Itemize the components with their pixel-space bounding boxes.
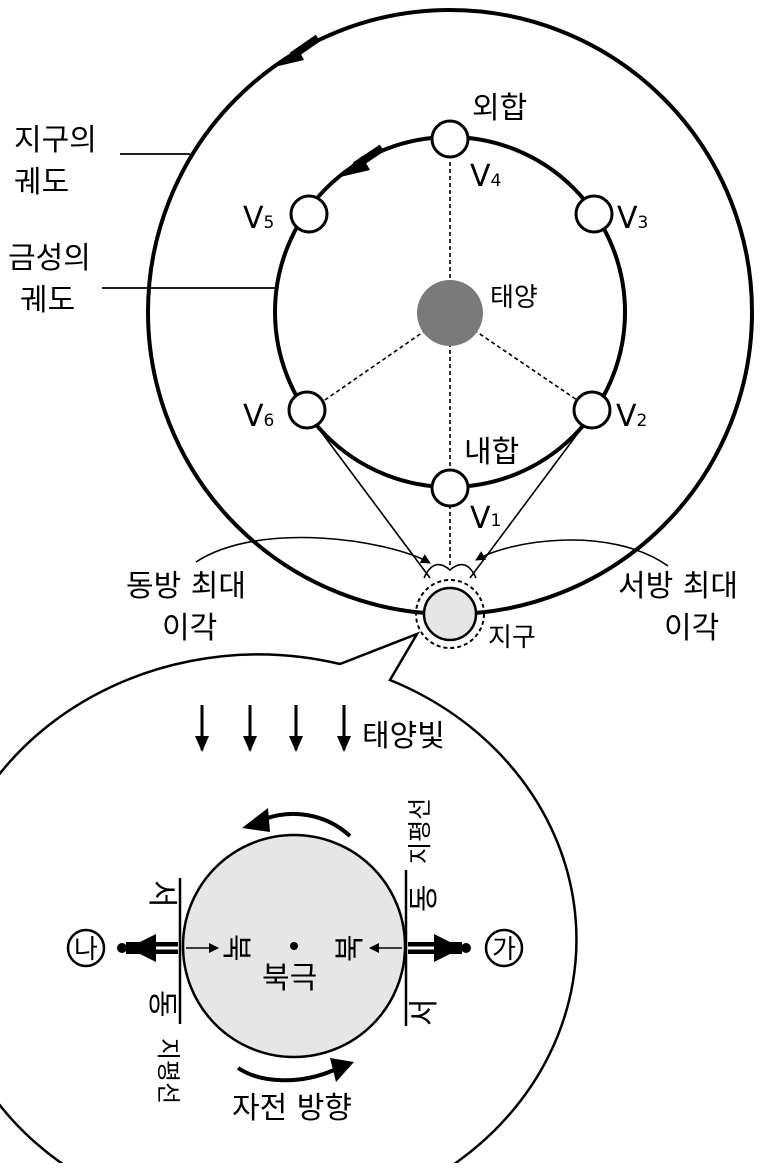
elongation-angle-arcs [423, 563, 477, 579]
zoom-callout [0, 631, 578, 1168]
observer-ga-label: 가 [492, 935, 516, 965]
horizon-label-ga: 지평선 [406, 798, 434, 864]
sunlight-arrows [195, 705, 351, 752]
venus-v2 [572, 390, 612, 430]
earth-orbit-label-line1: 지구의 [14, 123, 97, 158]
rotation-arrow-top [242, 808, 352, 838]
earth-orbit-label-line2: 궤도 [14, 165, 69, 200]
observer-na [117, 934, 178, 962]
venus-v5-label: V5 [243, 201, 274, 236]
venus-orbit-label-line1: 금성의 [8, 241, 91, 276]
rotation-arrow-bottom [236, 1058, 354, 1083]
venus-v2-label: V2 [616, 399, 647, 434]
eastern-elongation-label-line1: 동방 최대 [126, 569, 246, 604]
horizon-label-na: 지평선 [154, 1038, 182, 1104]
observer-na-label: 나 [74, 935, 98, 965]
superior-conjunction-label: 외합 [472, 91, 527, 126]
north-label-ga: 북 [333, 934, 368, 962]
observer-ga [408, 934, 471, 962]
venus-v6-label: V6 [243, 399, 274, 434]
north-pole-dot [290, 942, 298, 950]
western-elongation-label-line1: 서방 최대 [618, 569, 738, 604]
western-elongation-label-line2: 이각 [664, 611, 719, 646]
sun-label: 태양 [490, 283, 538, 313]
sun [417, 280, 483, 346]
north-label-na: 북 [218, 934, 253, 962]
venus-v6 [287, 390, 327, 430]
venus-v3 [574, 194, 614, 234]
venus-positions [287, 119, 614, 508]
observer-ga-badge [484, 928, 524, 968]
eastern-elongation-label-line2: 이각 [162, 611, 217, 646]
earth-label: 지구 [488, 623, 536, 653]
sun-to-venus-lines [321, 162, 581, 565]
western-elongation-pointer [475, 539, 669, 567]
east-label-na: 동 [144, 990, 179, 1018]
earth-orbit-direction-arrow [270, 34, 321, 68]
venus-orbit-label-line2: 궤도 [20, 283, 75, 318]
venus-v3-label: V3 [617, 201, 648, 236]
venus-orbit-direction-arrow [336, 144, 385, 178]
inferior-conjunction-label: 내합 [464, 435, 519, 470]
west-label-na: 서 [144, 880, 179, 908]
observer-na-badge [66, 928, 106, 968]
west-label-ga: 서 [407, 998, 442, 1026]
venus-v4-label: V4 [470, 159, 501, 194]
north-pole-label: 북극 [262, 961, 317, 996]
venus-v1 [430, 468, 470, 508]
earth [422, 586, 478, 642]
venus-v4 [430, 119, 470, 159]
sunlight-label: 태양빛 [362, 719, 445, 754]
east-label-ga: 동 [407, 884, 442, 912]
venus-v1-label: V1 [470, 501, 501, 536]
venus-v5 [289, 194, 329, 234]
eastern-elongation-pointer [195, 536, 431, 564]
earth-dashed-halo [415, 579, 485, 649]
rotation-direction-label: 자전 방향 [232, 1091, 352, 1126]
elongation-sight-lines [315, 424, 585, 579]
